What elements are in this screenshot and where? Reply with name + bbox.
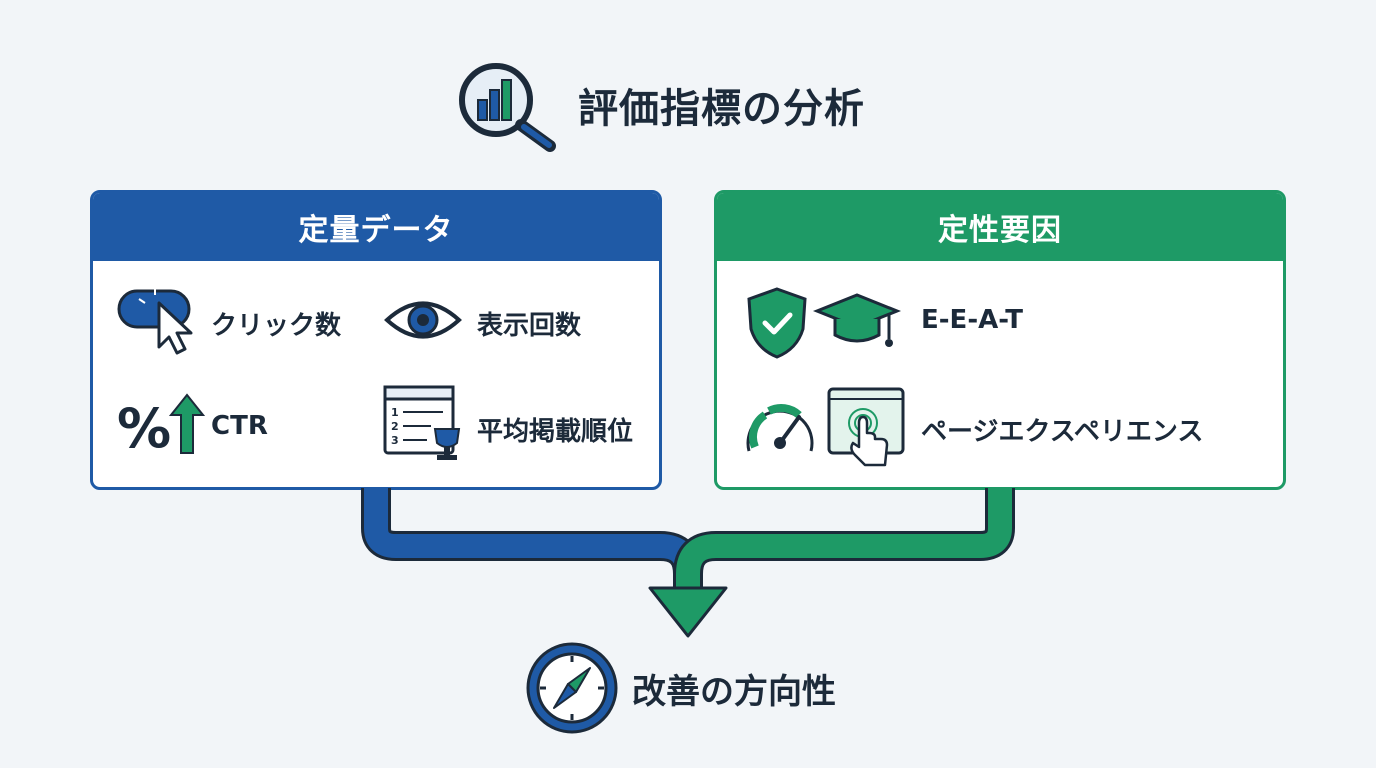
qualitative-header: 定性要因 xyxy=(717,193,1283,261)
speed-touch-icon xyxy=(746,387,905,467)
item-eeat: E-E-A-T xyxy=(921,305,1023,335)
svg-text:3: 3 xyxy=(391,434,399,447)
result-label: 改善の方向性 xyxy=(632,672,836,712)
qualitative-panel: 定性要因 E-E-A-T ページエクスペリエンス xyxy=(714,190,1286,490)
page-title: 評価指標の分析 xyxy=(578,86,865,132)
item-clicks: クリック数 xyxy=(211,311,342,341)
svg-text:2: 2 xyxy=(391,420,399,433)
ranking-trophy-icon: 1 2 3 xyxy=(383,385,461,460)
merge-arrows xyxy=(361,488,1015,638)
eye-icon xyxy=(384,301,462,339)
quantitative-panel: 定量データ クリック数 表示回数 % CTR 1 2 3 平均掲載順位 xyxy=(90,190,662,490)
shield-graduation-icon xyxy=(747,287,902,359)
percent-up-icon: % xyxy=(117,393,205,457)
magnifier-chart-icon xyxy=(459,63,556,152)
quantitative-header: 定量データ xyxy=(93,193,659,261)
item-ctr: CTR xyxy=(211,411,268,441)
item-avg-position: 平均掲載順位 xyxy=(477,417,634,447)
svg-text:%: % xyxy=(117,397,171,457)
item-page-experience: ページエクスペリエンス xyxy=(921,417,1204,447)
item-impressions: 表示回数 xyxy=(477,311,582,341)
svg-text:1: 1 xyxy=(391,406,399,419)
click-icon xyxy=(117,287,193,355)
compass-icon xyxy=(526,642,618,734)
